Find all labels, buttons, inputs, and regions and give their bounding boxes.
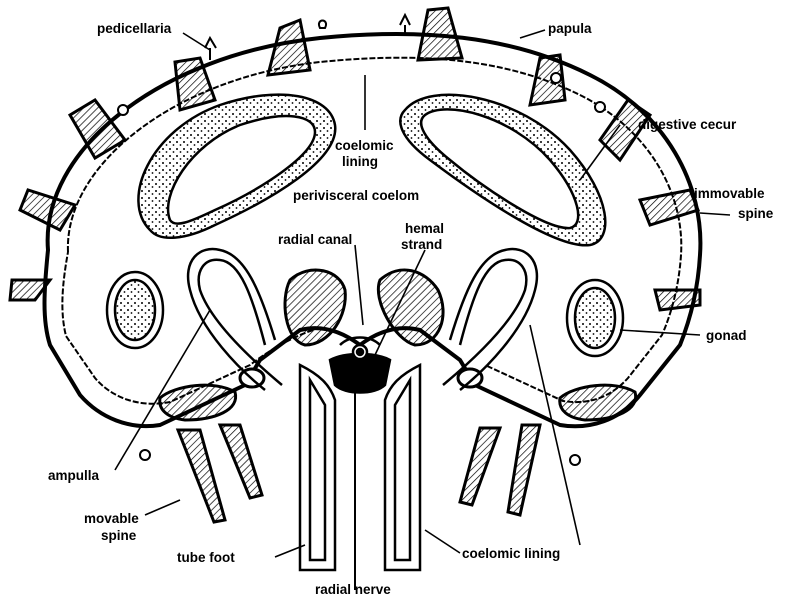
label-radial-canal: radial canal: [278, 232, 352, 247]
label-ampulla: ampulla: [48, 468, 100, 483]
label-gonad: gonad: [706, 328, 747, 343]
label-hemal-strand-2: strand: [401, 237, 442, 252]
label-coelomic-lining-top-2: lining: [342, 154, 378, 169]
label-hemal-strand-1: hemal: [405, 221, 444, 236]
label-immovable-spine-1: immovable: [694, 186, 765, 201]
label-digestive-cecum: digestive cecur: [638, 117, 737, 132]
label-radial-nerve: radial nerve: [315, 582, 391, 597]
label-perivisceral-coelom: perivisceral coelom: [293, 188, 419, 203]
label-coelomic-lining-bottom: coelomic lining: [462, 546, 560, 561]
radial-canal-region: [330, 338, 390, 591]
movable-spines: [178, 425, 540, 522]
label-tube-foot: tube foot: [177, 550, 235, 565]
label-coelomic-lining-top-1: coelomic: [335, 138, 394, 153]
tube-feet: [300, 365, 420, 570]
label-pedicellaria: pedicellaria: [97, 21, 172, 36]
label-papula: papula: [548, 21, 592, 36]
label-immovable-spine-2: spine: [738, 206, 774, 221]
label-movable-spine-1: movable: [84, 511, 139, 526]
label-movable-spine-2: spine: [101, 528, 137, 543]
